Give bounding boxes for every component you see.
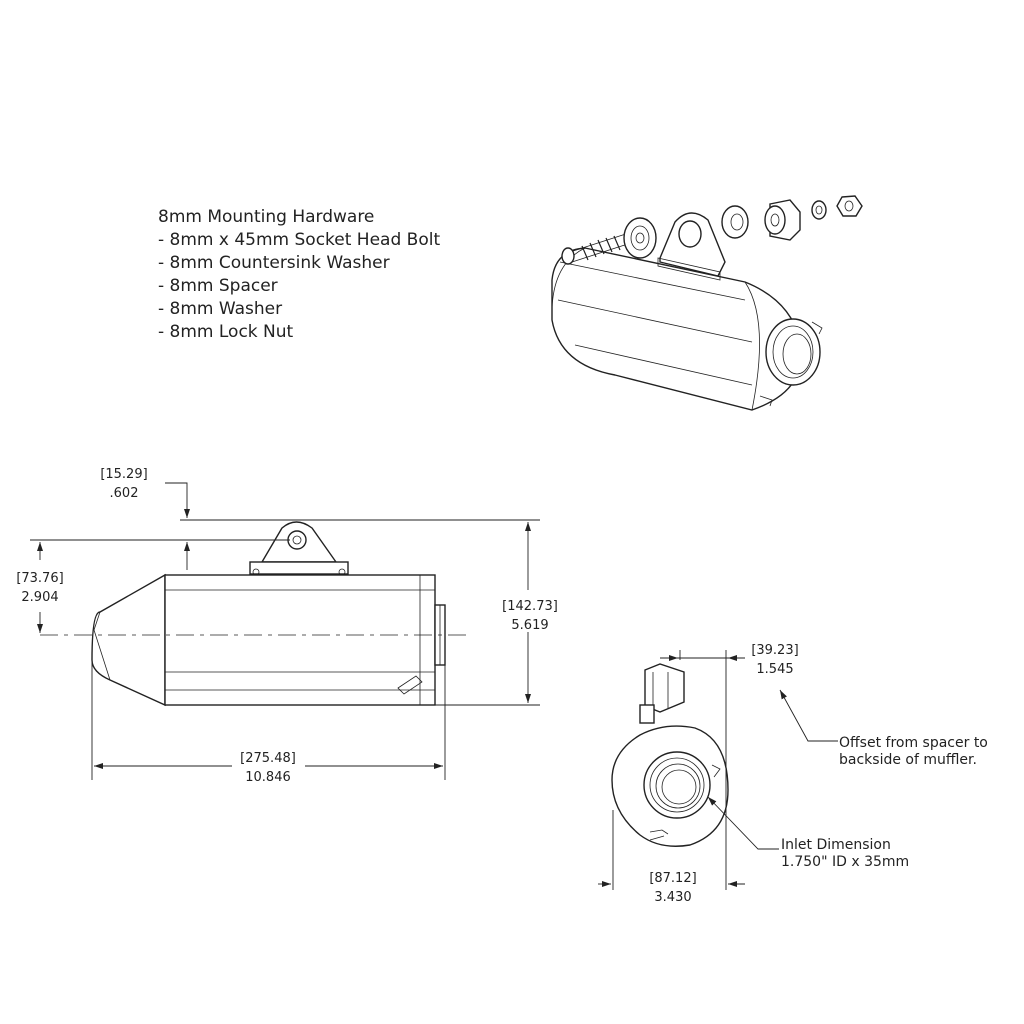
hardware-item-bolt: - 8mm x 45mm Socket Head Bolt [158, 230, 441, 250]
dim-spacer-offset-in: 1.545 [756, 662, 793, 677]
dim-overall-length-in: 10.846 [245, 770, 291, 785]
small-washer-part [811, 200, 827, 220]
hardware-list: 8mm Mounting Hardware - 8mm x 45mm Socke… [158, 206, 440, 344]
end-view-muffler [611, 663, 729, 847]
dim-end-width-mm: [87.12] [649, 871, 696, 886]
side-view-muffler [40, 521, 470, 707]
isometric-muffler-view [551, 195, 863, 411]
dim-offset-top-in: .602 [110, 486, 139, 501]
hardware-item-washer: - 8mm Washer [158, 299, 283, 319]
callouts: Offset from spacer to backside of muffle… [707, 689, 988, 870]
dim-mount-height-in: 2.904 [21, 590, 58, 605]
washer-part [721, 205, 749, 239]
lock-nut-part [836, 195, 863, 217]
side-view-dimensions: [15.29] .602 [73.76] 2.904 [142.73] 5.61… [16, 467, 558, 785]
dim-overall-height-mm: [142.73] [502, 599, 558, 614]
hardware-item-lock-nut: - 8mm Lock Nut [158, 322, 294, 342]
note-inlet-line1: Inlet Dimension [781, 837, 891, 853]
hardware-item-countersink-washer: - 8mm Countersink Washer [158, 253, 390, 273]
hardware-title: 8mm Mounting Hardware [158, 207, 375, 227]
dim-overall-height-in: 5.619 [511, 618, 548, 633]
dim-offset-top-mm: [15.29] [100, 467, 147, 482]
note-inlet-line2: 1.750" ID x 35mm [781, 854, 909, 870]
dim-end-width-in: 3.430 [654, 890, 691, 905]
note-offset-line2: backside of muffler. [839, 752, 977, 768]
note-offset-line1: Offset from spacer to [839, 735, 988, 751]
hardware-item-spacer: - 8mm Spacer [158, 276, 278, 296]
end-view-dimensions: [39.23] 1.545 [87.12] 3.430 [598, 643, 799, 905]
dim-spacer-offset-mm: [39.23] [751, 643, 798, 658]
dim-mount-height-mm: [73.76] [16, 571, 63, 586]
dim-overall-length-mm: [275.48] [240, 751, 296, 766]
